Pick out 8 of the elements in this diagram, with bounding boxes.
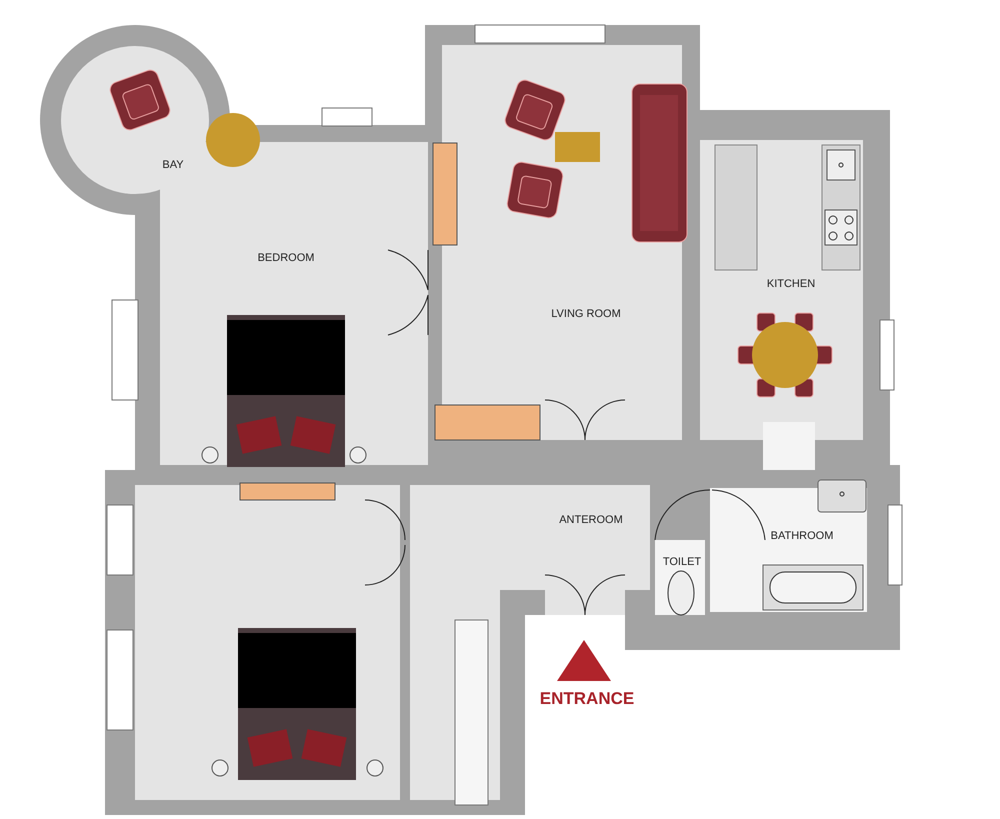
room-label: LVING ROOM	[551, 308, 621, 320]
room-label: BEDROOM	[258, 252, 314, 264]
room-label: BATHROOM	[770, 530, 834, 542]
room-label: KITCHEN	[766, 278, 816, 290]
entrance-label: ENTRANCE	[540, 689, 634, 709]
room-label: ANTEROOM	[559, 514, 623, 526]
room-label: TOILET	[662, 556, 702, 568]
room-label: BAY	[162, 159, 184, 171]
